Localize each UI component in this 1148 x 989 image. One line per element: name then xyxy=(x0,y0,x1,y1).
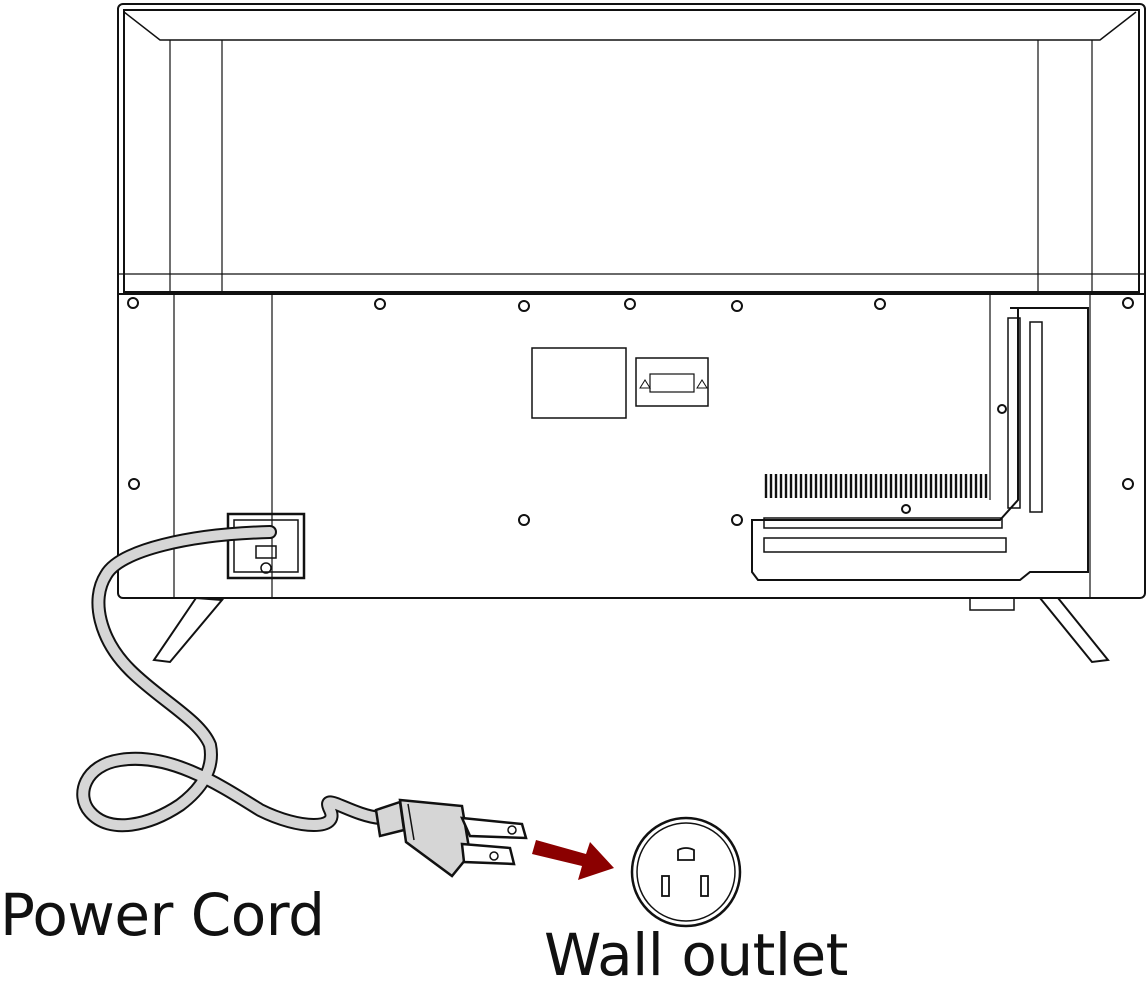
tv-rear-icon xyxy=(117,3,1146,664)
ac-inlet xyxy=(226,512,306,580)
power-cord-label: Power Cord xyxy=(0,881,325,949)
plug-icon xyxy=(374,798,528,878)
power-cord xyxy=(76,525,399,833)
arrow-right-icon xyxy=(532,840,614,880)
wall-outlet-icon xyxy=(630,816,742,928)
wall-outlet-label: Wall outlet xyxy=(544,921,848,989)
